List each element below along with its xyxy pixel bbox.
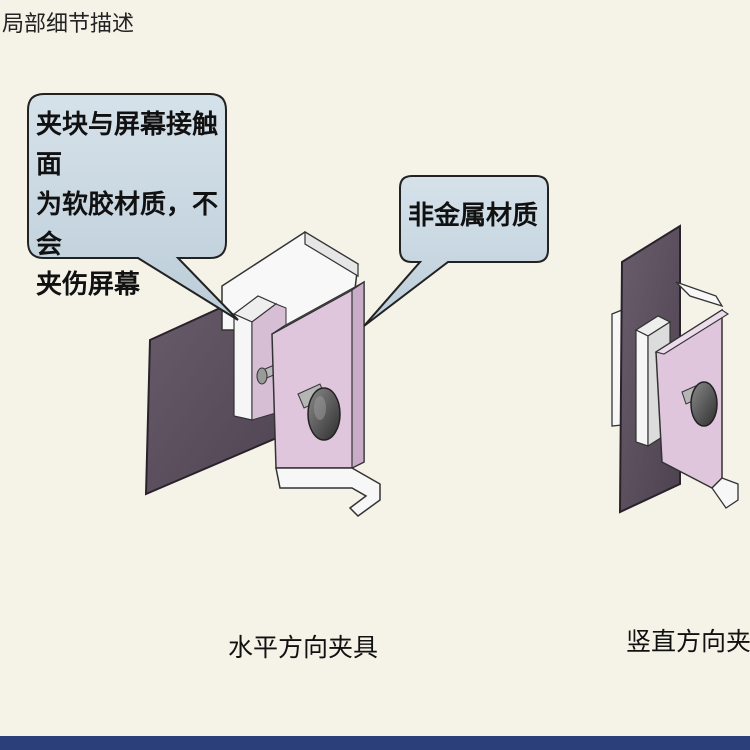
callout-non-metal: [363, 175, 549, 327]
horizontal-clamp: [144, 230, 381, 517]
caption-horizontal-clamp: 水平方向夹具: [228, 633, 379, 662]
page-title: 局部细节描述: [2, 12, 135, 37]
vertical-clamp: [611, 224, 739, 514]
bottom-bar: [0, 736, 750, 750]
callout-text-soft-material: 夹块与屏幕接触面 为软胶材质，不会 夹伤屏幕: [36, 110, 219, 300]
knob-vertical: [690, 381, 718, 427]
caption-vertical-clamp: 竖直方向夹具: [626, 627, 750, 656]
bottom-hook: [275, 467, 381, 517]
callout-soft-material: [27, 93, 239, 321]
callout-text-non-metal: 非金属材质: [408, 201, 539, 231]
